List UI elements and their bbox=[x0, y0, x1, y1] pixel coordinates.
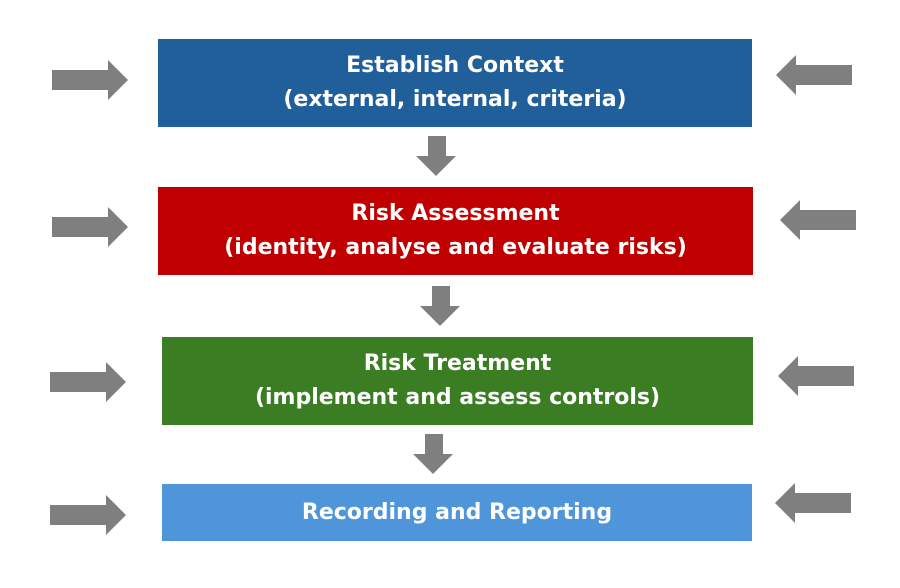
down-arrow-icon bbox=[416, 136, 456, 176]
step-recording-reporting: Recording and Reporting bbox=[162, 484, 752, 541]
step-subtitle: (identity, analyse and evaluate risks) bbox=[224, 235, 687, 260]
left-arrow-icon bbox=[780, 200, 856, 240]
right-arrow-icon bbox=[50, 495, 126, 535]
left-arrow-icon bbox=[778, 356, 854, 396]
step-title: Recording and Reporting bbox=[301, 499, 613, 525]
step-subtitle: (external, internal, criteria) bbox=[283, 87, 627, 112]
right-arrow-icon bbox=[52, 60, 128, 100]
left-arrow-icon bbox=[776, 55, 852, 95]
step-risk-assessment: Risk Assessment (identity, analyse and e… bbox=[158, 187, 753, 275]
step-title: Establish Context bbox=[346, 53, 564, 78]
left-arrow-icon bbox=[775, 483, 851, 523]
right-arrow-icon bbox=[52, 207, 128, 247]
step-establish-context: Establish Context (external, internal, c… bbox=[158, 39, 752, 127]
step-title: Risk Assessment bbox=[351, 201, 560, 226]
step-risk-treatment: Risk Treatment (implement and assess con… bbox=[162, 337, 753, 425]
step-subtitle: (implement and assess controls) bbox=[254, 385, 661, 410]
down-arrow-icon bbox=[413, 434, 453, 474]
step-title: Risk Treatment bbox=[363, 351, 552, 376]
down-arrow-icon bbox=[420, 286, 460, 326]
right-arrow-icon bbox=[50, 362, 126, 402]
